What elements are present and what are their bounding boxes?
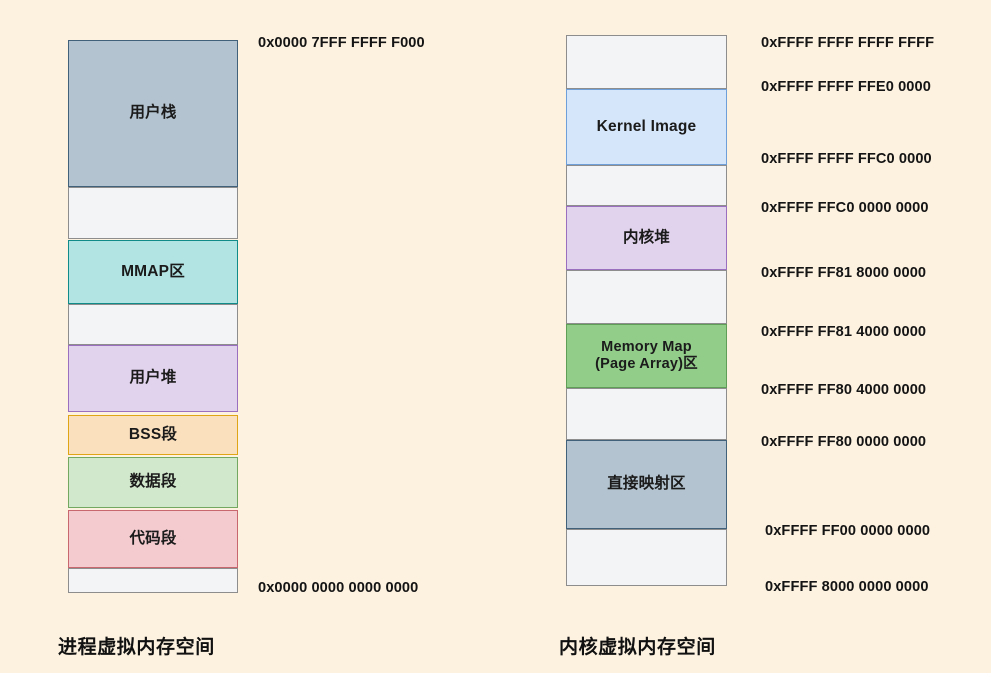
memory-block-label: 代码段	[129, 529, 177, 547]
memory-block-gap-mmap-heap	[68, 304, 238, 345]
address-label-addr-zero: 0x0000 0000 0000 0000	[258, 580, 419, 596]
address-label-addr-ffff-ff00-0000-0000: 0xFFFF FF00 0000 0000	[765, 523, 931, 539]
memory-block-bss-segment: BSS段	[68, 415, 238, 455]
memory-block-gap-bottom	[566, 529, 727, 586]
process-memory-column: 用户栈 MMAP区用户堆 BSS段数据段代码段	[68, 0, 238, 673]
memory-block-user-heap: 用户堆	[68, 345, 238, 412]
memory-block-gap-image-kheap	[566, 165, 727, 206]
memory-block-label: BSS段	[128, 425, 178, 443]
memory-block-label: Kernel Image	[596, 117, 697, 135]
memory-block-kernel-heap: 内核堆	[566, 206, 727, 270]
memory-block-mmap-region: MMAP区	[68, 240, 238, 304]
memory-block-gap-stack-mmap	[68, 187, 238, 239]
memory-block-direct-mapping: 直接映射区	[566, 440, 727, 529]
memory-block-label: 数据段	[129, 473, 177, 491]
memory-block-label: Memory Map (Page Array)区	[595, 338, 698, 372]
memory-block-gap-bottom	[68, 568, 238, 593]
memory-block-memory-map: Memory Map (Page Array)区	[566, 324, 727, 388]
address-label-addr-ffff-ff80-4000-0000: 0xFFFF FF80 4000 0000	[761, 382, 927, 398]
address-label-addr-ffff-ffc0-0000-0000: 0xFFFF FFC0 0000 0000	[761, 200, 929, 216]
address-label-addr-ffff-8000-0000-0000: 0xFFFF 8000 0000 0000	[765, 579, 929, 595]
memory-block-data-segment: 数据段	[68, 457, 238, 508]
address-label-addr-ffff-ff81-8000-0000: 0xFFFF FF81 8000 0000	[761, 265, 927, 281]
address-label-addr-ffff-ffff-ffff-ffff: 0xFFFF FFFF FFFF FFFF	[761, 35, 935, 51]
memory-block-label: MMAP区	[121, 262, 185, 280]
memory-block-text-segment: 代码段	[68, 510, 238, 568]
memory-block-label: 用户堆	[129, 369, 177, 387]
caption-process-virtual-memory: 进程虚拟内存空间	[58, 637, 215, 658]
kernel-memory-column: Kernel Image 内核堆 Memory Map (Page Array)区直…	[566, 0, 727, 673]
memory-block-label: 内核堆	[622, 228, 671, 246]
memory-block-label: 用户栈	[129, 104, 177, 122]
address-label-addr-ffff-ffff-ffc0-0000: 0xFFFF FFFF FFC0 0000	[761, 151, 932, 167]
address-label-addr-stack-top: 0x0000 7FFF FFFF F000	[258, 35, 425, 51]
caption-kernel-virtual-memory: 内核虚拟内存空间	[559, 637, 716, 658]
memory-block-kernel-image: Kernel Image	[566, 89, 727, 165]
address-label-addr-ffff-ff81-4000-0000: 0xFFFF FF81 4000 0000	[761, 324, 927, 340]
address-label-addr-ffff-ff80-0000-0000: 0xFFFF FF80 0000 0000	[761, 434, 927, 450]
memory-block-gap-memmap-direct	[566, 388, 727, 440]
memory-block-gap-top	[566, 35, 727, 89]
memory-block-label: 直接映射区	[607, 475, 686, 493]
memory-block-gap-kheap-memmap	[566, 270, 727, 324]
memory-block-user-stack: 用户栈	[68, 40, 238, 187]
address-label-addr-ffff-ffff-ffe0-0000: 0xFFFF FFFF FFE0 0000	[761, 79, 931, 95]
